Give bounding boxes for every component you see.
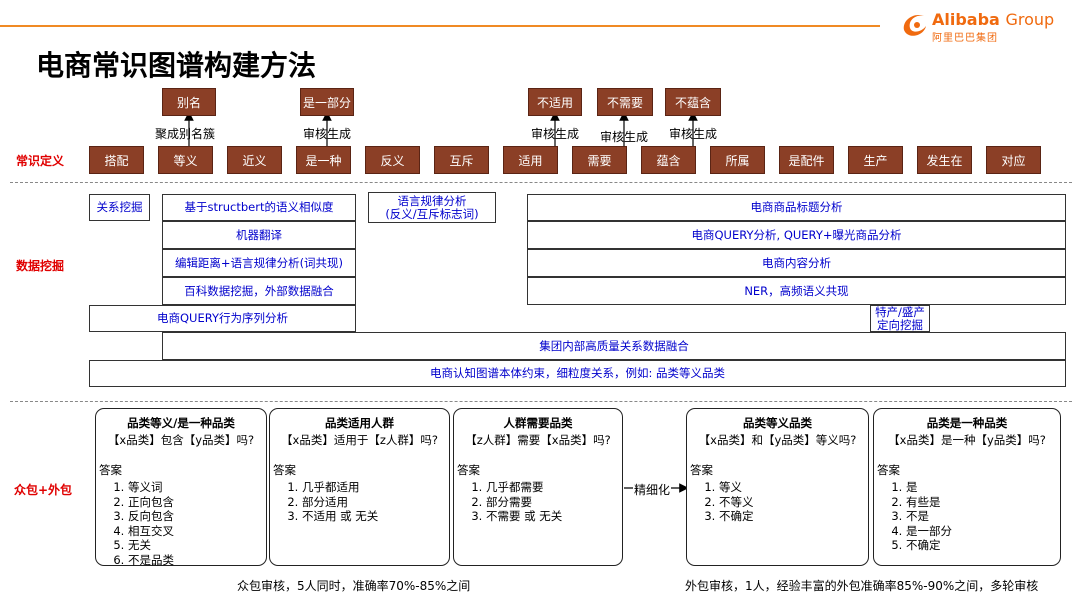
card-option: 不确定 [906,538,1060,553]
relation-node: 搭配 [89,146,144,174]
logo-chinese: 阿里巴巴集团 [932,33,998,44]
card-option: 不确定 [719,509,868,524]
card-title: 品类是一种品类 [926,416,1008,430]
relation-node: 需要 [572,146,627,174]
card-answer-label: 答案 [457,463,480,477]
logo-text: Alibaba Group [932,10,1055,29]
top-node-part-of: 是一部分 [300,88,354,116]
top-node-alias: 别名 [162,88,216,116]
card-option: 正向包含 [128,495,266,510]
card-options: 等义不等义不确定 [687,480,868,524]
relation-node: 是一种 [296,146,351,174]
box-title-analysis: 电商商品标题分析 [527,194,1066,221]
box-edit-distance: 编辑距离+语言规律分析(词共现) [162,249,356,277]
card-answer-label: 答案 [99,463,122,477]
divider-1 [10,182,1072,183]
card-option: 不等义 [719,495,868,510]
card-option: 无关 [128,538,266,553]
card-is-a-category: 品类是一种品类 【x品类】是一种【y品类】吗? 答案 是有些是不是是一部分不确定 [873,408,1061,566]
card-option: 反向包含 [128,509,266,524]
top-node-not-need: 不需要 [597,88,653,116]
card-applicable-crowd: 品类适用人群 【x品类】适用于【z人群】吗? 答案 几乎都适用部分适用不适用 或… [269,408,450,566]
card-question: 【x品类】适用于【z人群】吗? [281,433,438,447]
card-option: 部分需要 [486,495,622,510]
footnote-outsource: 外包审核，1人，经验丰富的外包准确率85%-90%之间，多轮审核 [685,579,1039,593]
card-option: 部分适用 [302,495,449,510]
row-label-definition: 常识定义 [16,154,65,168]
top-node-not-apply: 不适用 [528,88,582,116]
relation-node: 是配件 [779,146,834,174]
relation-node: 互斥 [434,146,489,174]
relation-node: 等义 [158,146,213,174]
box-ontology: 电商认知图谱本体约束，细粒度关系，例如: 品类等义品类 [89,360,1066,387]
box-relation-mining: 关系挖掘 [89,194,150,221]
relation-node: 适用 [503,146,558,174]
divider-2 [10,401,1072,402]
label-review-part-of: 审核生成 [303,127,352,141]
card-option: 不是品类 [128,553,266,568]
card-option: 不需要 或 无关 [486,509,622,524]
box-rule-analysis: 语言规律分析 (反义/互斥标志词) [368,192,496,223]
card-title: 品类等义/是一种品类 [127,416,235,430]
card-answer-label: 答案 [273,463,296,477]
relation-node: 发生在 [917,146,972,174]
card-option: 相互交叉 [128,524,266,539]
header-accent-line [0,25,880,27]
label-review-not-apply: 审核生成 [531,127,580,141]
card-equivalent-category: 品类等义品类 【x品类】和【y品类】等义吗? 答案 等义不等义不确定 [686,408,869,566]
relation-node: 生产 [848,146,903,174]
card-option: 有些是 [906,495,1060,510]
box-structbert: 基于structbert的语义相似度 [162,194,356,221]
relation-node: 蕴含 [641,146,696,174]
card-option: 等义词 [128,480,266,495]
label-review-not-imply: 审核生成 [669,127,718,141]
row-label-mining: 数据挖掘 [16,259,65,273]
card-option: 是一部分 [906,524,1060,539]
card-answer-label: 答案 [690,463,713,477]
card-option: 等义 [719,480,868,495]
card-options: 等义词正向包含反向包含相互交叉无关不是品类 [96,480,266,567]
card-option: 几乎都需要 [486,480,622,495]
label-cluster-alias: 聚成别名簇 [155,127,216,141]
card-answer-label: 答案 [877,463,900,477]
card-title: 品类等义品类 [743,416,812,430]
relation-node: 对应 [986,146,1041,174]
card-title: 人群需要品类 [503,416,573,430]
box-baike: 百科数据挖掘，外部数据融合 [162,277,356,305]
card-title: 品类适用人群 [325,416,394,430]
card-option: 几乎都适用 [302,480,449,495]
box-group-fusion: 集团内部高质量关系数据融合 [162,332,1066,360]
relation-node: 反义 [365,146,420,174]
box-machine-translation: 机器翻译 [162,221,356,249]
card-option: 不是 [906,509,1060,524]
card-question: 【x品类】是一种【y品类】吗? [888,433,1046,447]
box-content-analysis: 电商内容分析 [527,249,1066,277]
row-label-crowd: 众包+外包 [14,483,73,497]
box-behavior-sequence: 电商QUERY行为序列分析 [89,305,356,332]
relation-node: 近义 [227,146,282,174]
footnote-crowd: 众包审核，5人同时，准确率70%-85%之间 [237,579,471,593]
box-ner: NER，高频语义共现 [527,277,1066,305]
box-query-analysis: 电商QUERY分析, QUERY+曝光商品分析 [527,221,1066,249]
card-question: 【x品类】和【y品类】等义吗? [698,433,857,447]
alibaba-logo: Alibaba Group 阿里巴巴集团 [900,8,1070,44]
card-options: 是有些是不是是一部分不确定 [874,480,1060,553]
box-specialty: 特产/盛产 定向挖掘 [870,305,930,332]
page-title: 电商常识图谱构建方法 [36,49,317,82]
relation-node: 所属 [710,146,765,174]
top-node-not-imply: 不蕴含 [665,88,721,116]
label-review-not-need: 审核生成 [600,130,649,144]
card-options: 几乎都适用部分适用不适用 或 无关 [270,480,449,524]
card-options: 几乎都需要部分需要不需要 或 无关 [454,480,622,524]
card-option: 是 [906,480,1060,495]
card-question: 【x品类】包含【y品类】吗? [107,433,255,447]
card-crowd-needs: 人群需要品类 【z人群】需要【x品类】吗? 答案 几乎都需要部分需要不需要 或 … [453,408,623,566]
card-equivalence-is-a: 品类等义/是一种品类 【x品类】包含【y品类】吗? 答案 等义词正向包含反向包含… [95,408,267,567]
alibaba-logo-icon [903,14,926,36]
card-option: 不适用 或 无关 [302,509,449,524]
card-question: 【z人群】需要【x品类】吗? [465,433,611,447]
label-refine: 精细化 [633,481,672,498]
